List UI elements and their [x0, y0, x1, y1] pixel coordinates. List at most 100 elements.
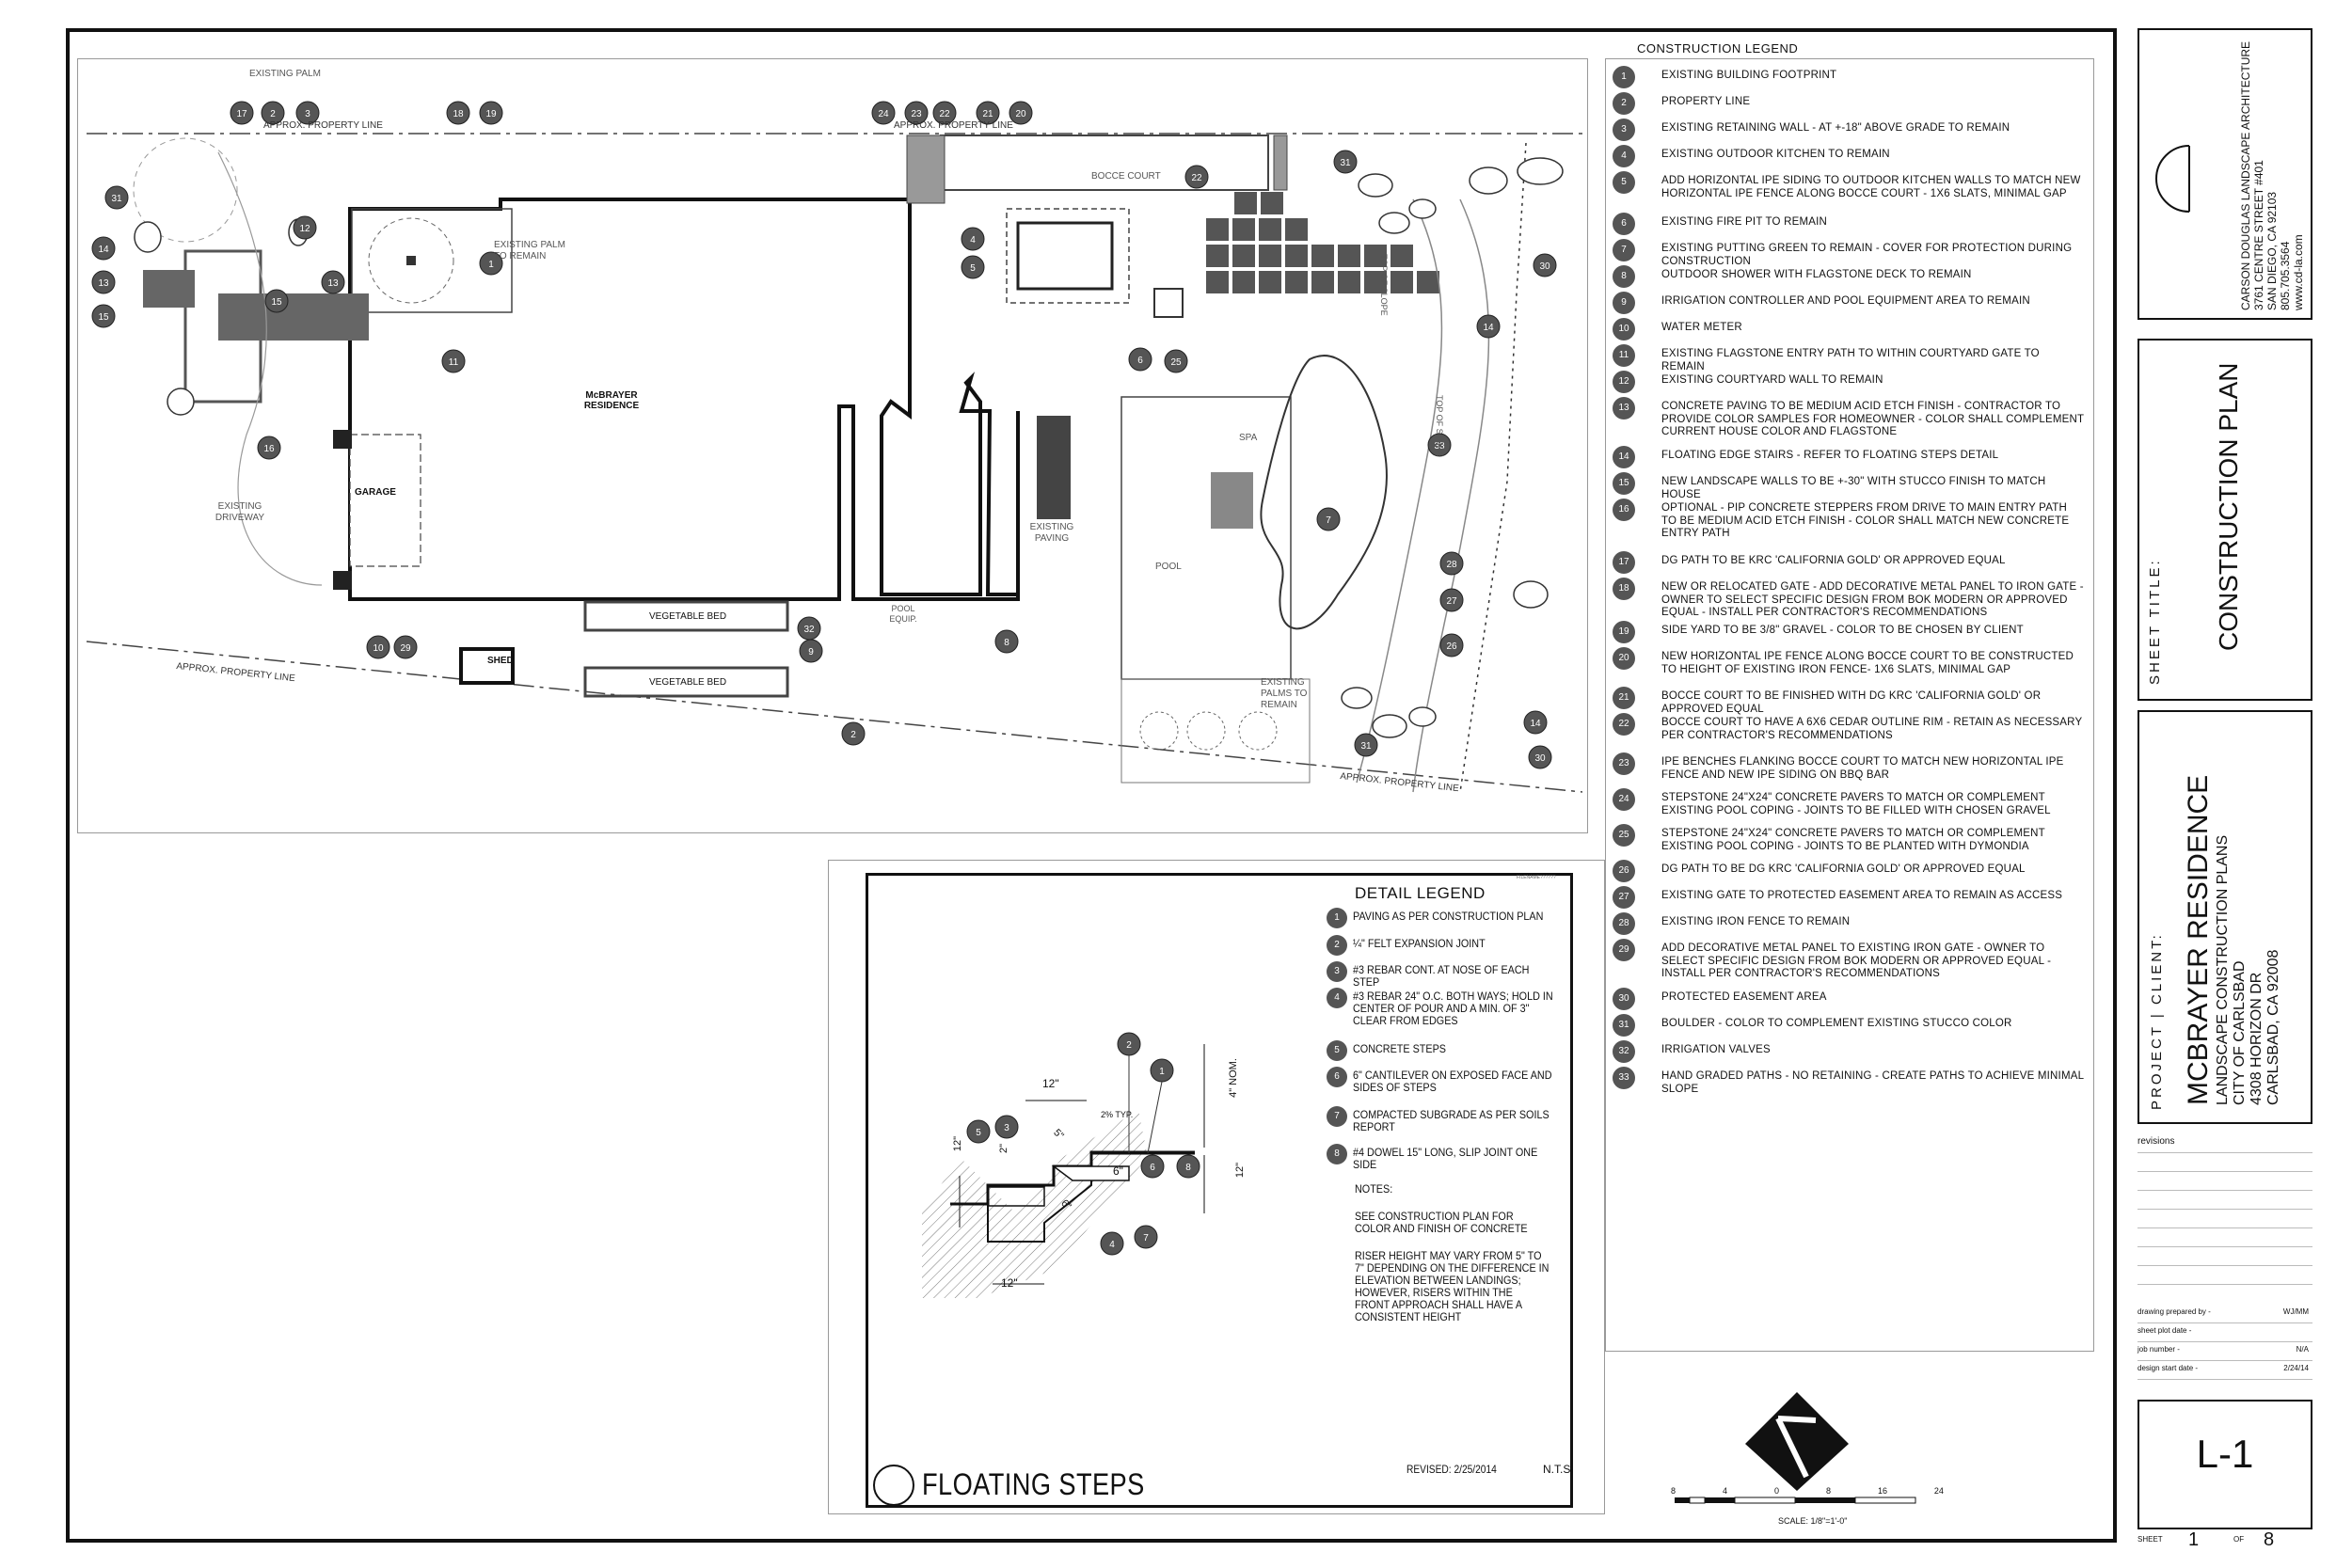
floating-steps-section: 2 1 3 5 6 8 4 7 — [922, 1032, 1205, 1298]
detail-legend-text: #4 DOWEL 15" LONG, SLIP JOINT ONE SIDE — [1353, 1146, 1538, 1171]
scale-label: SCALE: 1/8"=1'-0" — [1778, 1516, 1848, 1526]
legend-number-badge: 13 — [1613, 397, 1635, 420]
legend-text: HAND GRADED PATHS - NO RETAINING - CREAT… — [1661, 1070, 2084, 1095]
project-sub: LANDSCAPE CONSTRUCTION PLANS — [2215, 834, 2231, 1105]
legend-number-badge: 25 — [1613, 824, 1635, 847]
detail-legend-title: DETAIL LEGEND — [1355, 884, 1486, 902]
stepstone-pavers — [1206, 192, 1439, 293]
legend-text: NEW LANDSCAPE WALLS TO BE +-30" WITH STU… — [1661, 476, 2046, 500]
entry-steps — [218, 293, 369, 341]
svg-text:32: 32 — [803, 625, 815, 635]
detail-legend-text: #3 REBAR 24" O.C. BOTH WAYS; HOLD IN CEN… — [1353, 990, 1553, 1027]
label-pool-equip: POOL EQUIP. — [889, 604, 917, 624]
svg-text:13: 13 — [98, 278, 109, 289]
dg-path — [1356, 198, 1443, 784]
svg-text:17: 17 — [236, 109, 247, 119]
firm-info: CARSON DOUGLAS LANDSCAPE ARCHITECTURE 37… — [2239, 41, 2305, 310]
legend-text: NEW OR RELOCATED GATE - ADD DECORATIVE M… — [1661, 581, 2084, 618]
steps-west — [143, 270, 195, 308]
note-2: RISER HEIGHT MAY VARY FROM 5" TO 7" DEPE… — [1355, 1249, 1549, 1323]
legend-number-badge: 15 — [1613, 472, 1635, 495]
svg-text:31: 31 — [1340, 158, 1351, 168]
legend-text: OUTDOOR SHOWER WITH FLAGSTONE DECK TO RE… — [1661, 269, 1972, 280]
legend-number-badge: 31 — [1613, 1014, 1635, 1037]
info-label: sheet plot date - — [2137, 1326, 2192, 1335]
property-line-south — [86, 641, 1583, 793]
legend-number-badge: 19 — [1613, 621, 1635, 643]
legend-text: FLOATING EDGE STAIRS - REFER TO FLOATING… — [1661, 450, 1999, 461]
svg-text:16: 16 — [263, 444, 275, 454]
legend-number-badge: 8 — [1613, 265, 1635, 288]
firm-web: www.cd-la.com — [2292, 234, 2305, 310]
project-info: MCBRAYER RESIDENCE LANDSCAPE CONSTRUCTIO… — [2183, 775, 2282, 1105]
svg-text:24: 24 — [878, 109, 889, 119]
legend-text: WATER METER — [1661, 322, 1742, 333]
svg-text:18: 18 — [453, 109, 464, 119]
info-row-line — [2137, 1379, 2312, 1380]
legend-number-badge: 2 — [1613, 92, 1635, 115]
legend-text: DG PATH TO BE DG KRC 'CALIFORNIA GOLD' O… — [1661, 863, 2026, 875]
palm-canopy — [368, 217, 454, 304]
detail-revised: REVISED: 2/25/2014 — [1406, 1463, 1497, 1476]
legend-text: EXISTING BUILDING FOOTPRINT — [1661, 70, 1837, 81]
label-top-of-slope-1: TOP OF SLOPE — [1379, 254, 1389, 316]
construction-legend-title: CONSTRUCTION LEGEND — [1637, 41, 1799, 55]
detail-outer-box — [828, 860, 1605, 1514]
project-address: 4308 HORIZON DR — [2249, 972, 2265, 1105]
legend-number-badge: 7 — [1613, 239, 1635, 261]
svg-text:25: 25 — [1170, 357, 1182, 368]
svg-text:6: 6 — [1150, 1163, 1155, 1173]
sheet-title-label: SHEET TITLE: — [2147, 558, 2163, 685]
detail-title-circle — [873, 1465, 914, 1506]
detail-notes: NOTES: SEE CONSTRUCTION PLAN FOR COLOR A… — [1355, 1183, 1549, 1323]
label-pool: POOL — [1155, 562, 1182, 572]
north-arrow-icon — [1745, 1392, 1849, 1491]
legend-text: IPE BENCHES FLANKING BOCCE COURT TO MATC… — [1661, 756, 2064, 781]
detail-number-badge: 7 — [1327, 1106, 1347, 1127]
label-garage: GARAGE — [355, 487, 396, 498]
info-row-line — [2137, 1360, 2312, 1361]
sheet-number-block — [2137, 1400, 2312, 1529]
svg-text:7: 7 — [1326, 515, 1331, 526]
svg-text:30: 30 — [1534, 753, 1546, 764]
svg-text:21: 21 — [982, 109, 993, 119]
label-existing-palms-remain: EXISTING PALMS TO REMAIN — [1261, 677, 1308, 710]
legend-text: EXISTING FIRE PIT TO REMAIN — [1661, 216, 1828, 228]
legend-text: SIDE YARD TO BE 3/8" GRAVEL - COLOR TO B… — [1661, 625, 2024, 636]
scale-tick: 8 — [1671, 1486, 1677, 1496]
detail-legend-text: 6" CANTILEVER ON EXPOSED FACE AND SIDES … — [1353, 1069, 1552, 1094]
dim-typ: 2% TYP. — [1101, 1110, 1134, 1119]
detail-number-badge: 4 — [1327, 988, 1347, 1008]
outdoor-kitchen — [1006, 208, 1130, 304]
legend-number-badge: 10 — [1613, 318, 1635, 341]
detail-number-badge: 3 — [1327, 961, 1347, 982]
legend-number-badge: 33 — [1613, 1067, 1635, 1089]
bocce-bench — [906, 135, 946, 204]
notes-title: NOTES: — [1355, 1182, 1393, 1196]
dining-table — [1037, 416, 1071, 519]
vegetable-bed-1-shape — [583, 600, 789, 632]
firm-city: SAN DIEGO, CA 92103 — [2265, 191, 2279, 310]
svg-text:4: 4 — [1109, 1240, 1115, 1250]
label-vegetable-bed-2: VEGETABLE BED — [649, 677, 727, 688]
svg-text:8: 8 — [1185, 1163, 1191, 1173]
info-label: design start date - — [2137, 1364, 2199, 1372]
legend-text: EXISTING OUTDOOR KITCHEN TO REMAIN — [1661, 149, 1890, 160]
label-existing-paving: EXISTING PAVING — [1029, 522, 1074, 544]
garage-column-2 — [333, 571, 352, 590]
info-label: drawing prepared by - — [2137, 1307, 2211, 1316]
legend-text: CONCRETE PAVING TO BE MEDIUM ACID ETCH F… — [1661, 401, 2085, 437]
drawing-frame — [66, 28, 2117, 1543]
legend-number-badge: 12 — [1613, 371, 1635, 393]
svg-text:27: 27 — [1446, 596, 1457, 607]
legend-text: EXISTING GATE TO PROTECTED EASEMENT AREA… — [1661, 890, 2063, 901]
legend-number-badge: 24 — [1613, 788, 1635, 811]
svg-text:28: 28 — [1446, 560, 1457, 570]
legend-text: PROTECTED EASEMENT AREA — [1661, 991, 1827, 1003]
dim-nom: 4" NOM. — [1227, 1058, 1239, 1098]
garage-outline — [349, 434, 421, 567]
svg-text:19: 19 — [485, 109, 497, 119]
palm-trunk — [406, 256, 416, 265]
detail-number-badge: 8 — [1327, 1144, 1347, 1164]
svg-text:6: 6 — [1137, 356, 1143, 366]
